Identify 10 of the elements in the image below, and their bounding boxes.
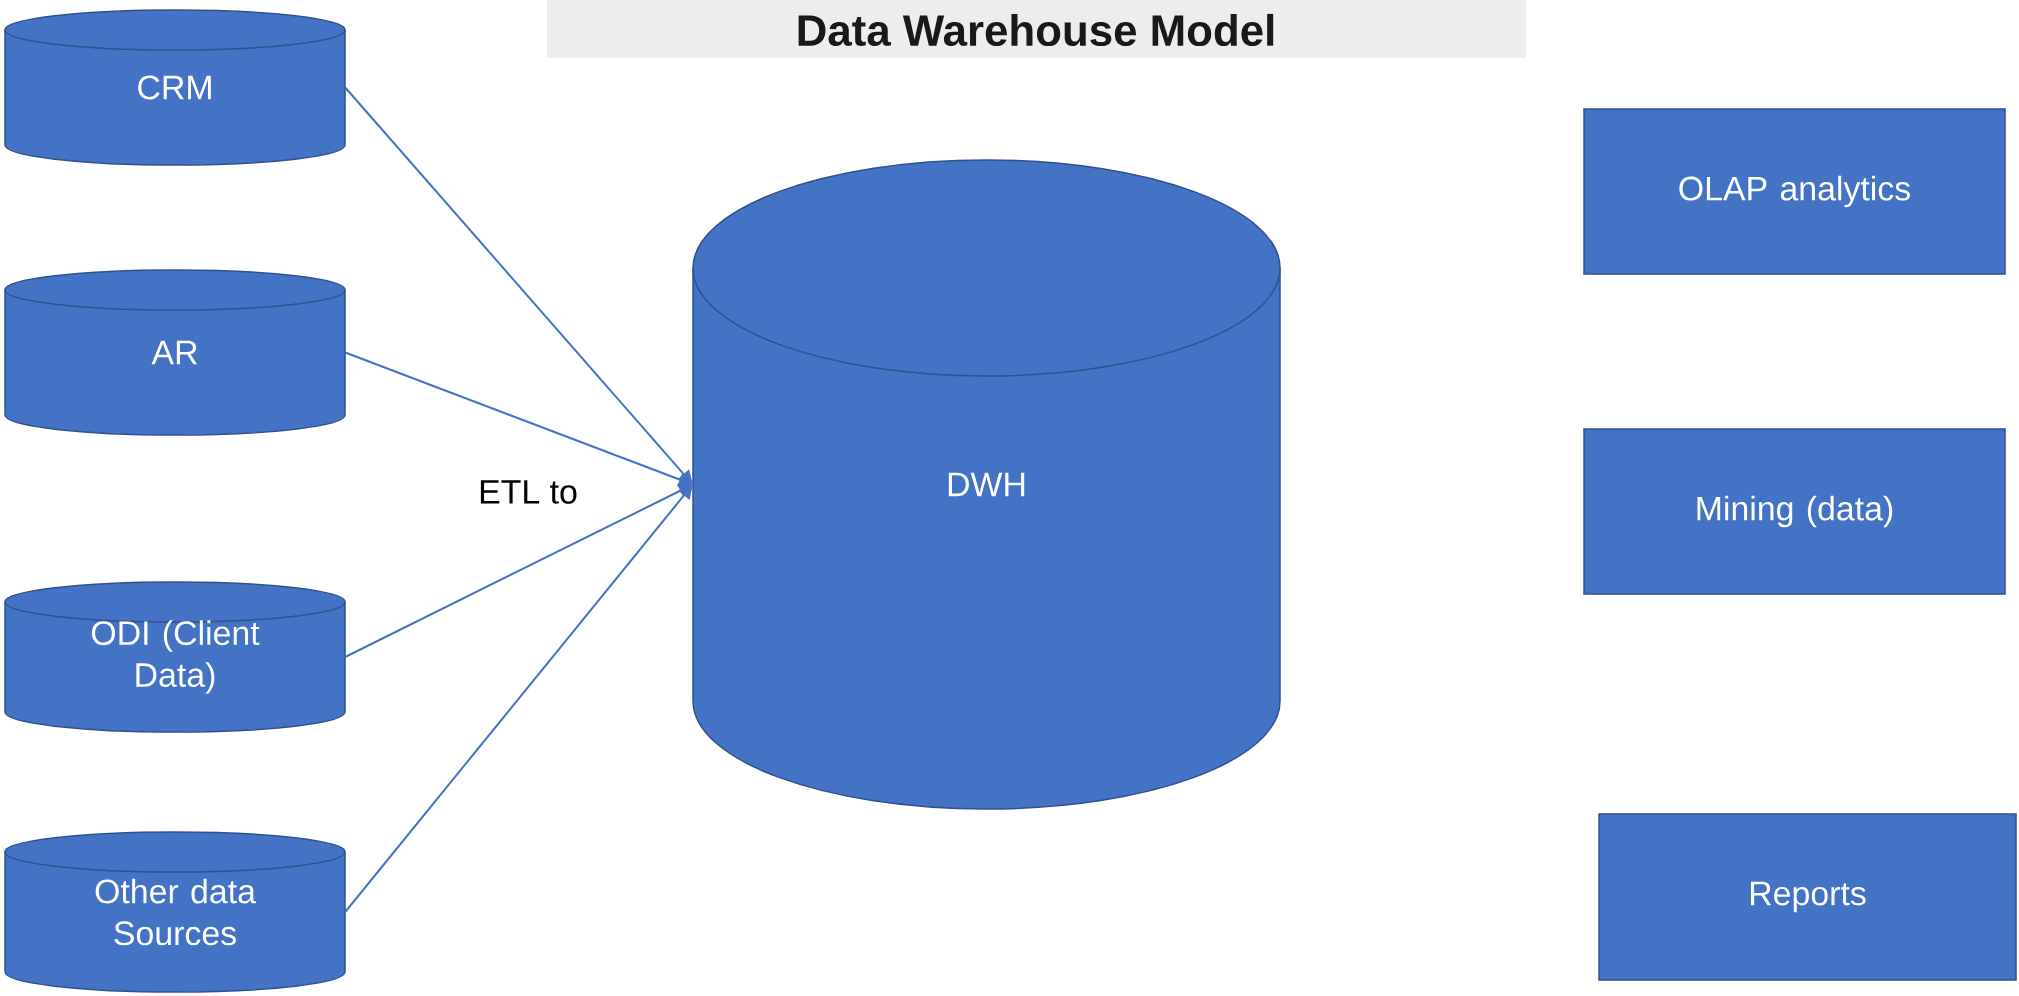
database-cylinder: AR — [4, 269, 346, 436]
database-cylinder: ODI (Client Data) — [4, 581, 346, 733]
database-cylinder: DWH — [692, 159, 1281, 810]
process-box: Reports — [1598, 813, 2017, 981]
database-cylinder: CRM — [4, 9, 346, 166]
database-cylinder: Other data Sources — [4, 831, 346, 993]
process-box: OLAP analytics — [1583, 108, 2006, 275]
title-banner: Data Warehouse Model — [547, 0, 1526, 58]
process-box: Mining (data) — [1583, 428, 2006, 595]
annotation-text: ETL to — [480, 480, 577, 504]
